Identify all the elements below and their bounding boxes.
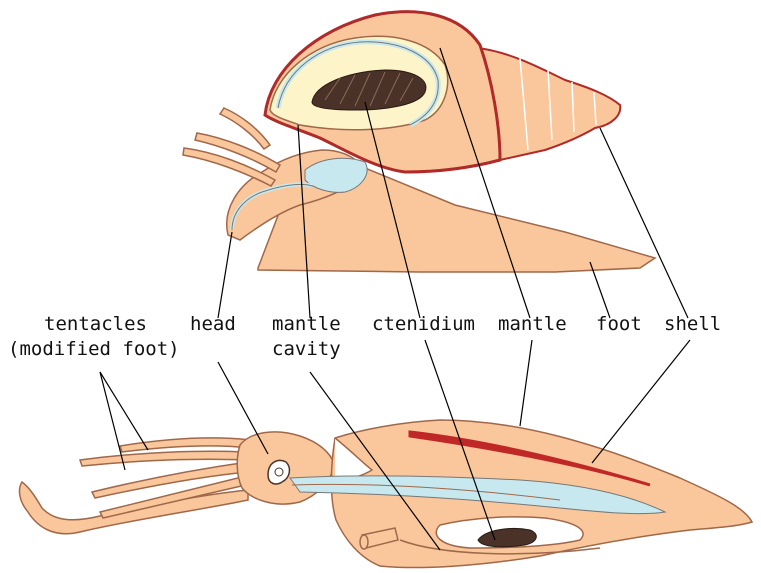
label-mantle-cavity-line2: cavity [272, 338, 341, 360]
label-shell: shell [664, 313, 721, 335]
leader-shell-squid [592, 340, 690, 463]
snail-tentacle-lower [183, 148, 275, 186]
label-modified-foot: (modified foot) [8, 338, 180, 360]
label-head: head [190, 313, 236, 335]
label-mantle: mantle [498, 313, 567, 335]
squid-figure [20, 420, 752, 568]
label-ctenidium: ctenidium [372, 313, 475, 335]
leader-tentacles-squid-2 [100, 372, 148, 450]
snail-figure [183, 12, 655, 272]
label-tentacles: tentacles [44, 313, 147, 335]
label-foot: foot [596, 313, 642, 335]
label-mantle-cavity-line1: mantle [272, 313, 341, 335]
squid-arm [120, 438, 250, 452]
leader-tentacles-squid-1 [100, 372, 125, 470]
leader-head-snail [218, 232, 232, 318]
leader-shell-snail [600, 128, 688, 318]
squid-arm [80, 451, 245, 466]
leader-mantle-squid [520, 340, 532, 426]
